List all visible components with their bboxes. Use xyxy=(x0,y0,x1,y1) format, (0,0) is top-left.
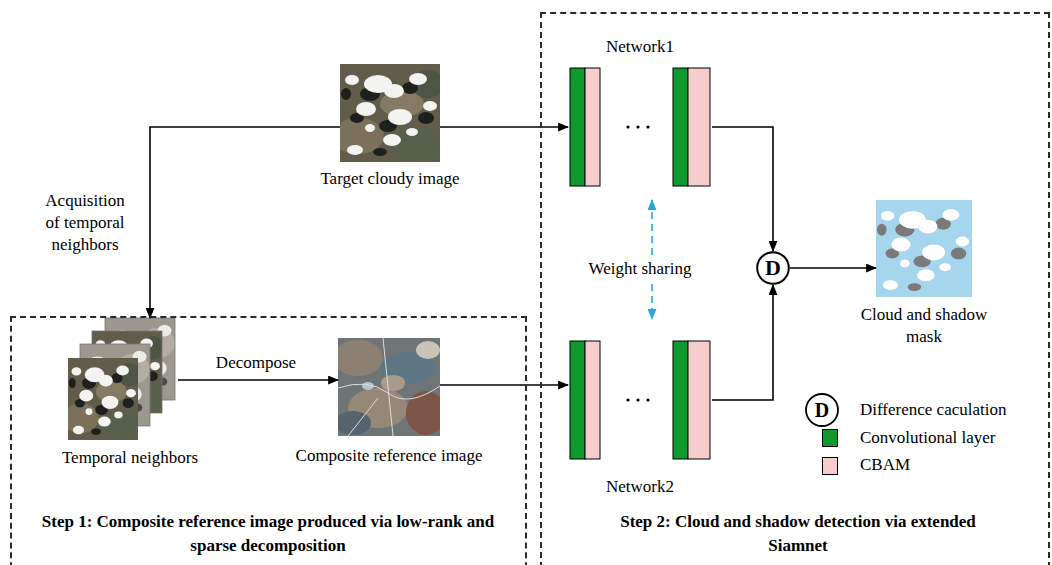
legend-sample xyxy=(800,452,860,479)
edge-label: Weight sharing xyxy=(586,257,695,281)
legend-row: Convolutional layer xyxy=(800,424,1006,452)
image-node: Composite reference image xyxy=(338,338,440,436)
legend-swatch xyxy=(822,457,838,475)
edge-label: Acquisition of temporal neighbors xyxy=(41,190,129,256)
cbam-layer xyxy=(688,68,710,186)
flow-arrow xyxy=(440,126,568,128)
cbam-layer xyxy=(585,68,600,186)
mask-node: Cloud and shadow mask xyxy=(876,200,972,297)
image-stack xyxy=(62,318,175,440)
conv-layer xyxy=(570,341,585,459)
node-caption: Network1 xyxy=(606,36,674,58)
image-detail xyxy=(636,398,639,401)
legend-sample xyxy=(800,396,860,424)
step-region: Network1Network2DCloud and shadow maskSt… xyxy=(540,12,1050,565)
legend-text: CBAM xyxy=(860,454,910,476)
text-holder: Weight sharing xyxy=(586,257,695,281)
node-caption: Temporal neighbors xyxy=(62,447,198,469)
text-holder: Decompose xyxy=(216,352,296,374)
network-layers xyxy=(570,68,710,459)
image-detail xyxy=(646,125,649,128)
text-holder: Network1 xyxy=(606,36,674,58)
legend-symbol: D xyxy=(815,400,829,420)
network-block: Network1 xyxy=(568,66,712,188)
conv-layer xyxy=(673,68,688,186)
node-caption: Composite reference image xyxy=(296,445,483,467)
step-heading: Step 1: Composite reference image produc… xyxy=(28,510,508,558)
legend-swatch xyxy=(822,429,838,447)
image-detail xyxy=(626,398,629,401)
network-block: Network2 xyxy=(568,339,712,461)
text-holder: D xyxy=(756,251,790,285)
flow-arrow xyxy=(790,267,876,269)
legend-sample xyxy=(800,424,860,452)
conv-layer xyxy=(570,68,585,186)
flow-arrow xyxy=(712,285,773,400)
image-detail xyxy=(646,398,649,401)
step-heading: Step 2: Cloud and shadow detection via e… xyxy=(598,510,998,558)
image-detail xyxy=(636,125,639,128)
mask-image xyxy=(876,200,972,297)
flow-arrow xyxy=(440,384,568,386)
image-node: Target cloudy image xyxy=(340,64,440,162)
legend: Difference caculationConvolutional layer… xyxy=(800,396,1006,479)
flow-arrow xyxy=(712,127,773,251)
legend-circle xyxy=(806,394,838,426)
flow-arrow xyxy=(178,379,338,381)
text-holder: Step 1: Composite reference image produc… xyxy=(28,510,508,558)
circle-outline xyxy=(757,252,789,284)
text-holder: Acquisition of temporal neighbors xyxy=(41,190,129,256)
text-holder: Composite reference image xyxy=(296,445,483,467)
image-stack-node: Temporal neighbors xyxy=(66,318,178,442)
composite-image xyxy=(333,338,446,436)
legend-row: CBAM xyxy=(800,452,1006,479)
legend-text: Difference caculation xyxy=(860,399,1006,421)
node-caption: Network2 xyxy=(606,476,674,498)
difference-circle: D xyxy=(756,251,790,285)
conv-layer xyxy=(673,341,688,459)
text-holder: Step 2: Cloud and shadow detection via e… xyxy=(598,510,998,558)
node-caption: Target cloudy image xyxy=(320,168,459,190)
difference-symbol: D xyxy=(765,257,781,279)
text-holder: D xyxy=(815,400,829,420)
node-caption: Cloud and shadow mask xyxy=(849,304,999,348)
target-image xyxy=(332,64,448,162)
flow-arrow xyxy=(150,127,340,318)
image-detail xyxy=(626,125,629,128)
text-holder: Temporal neighbors xyxy=(62,447,198,469)
neighbor-image xyxy=(62,358,143,440)
cbam-layer xyxy=(585,341,600,459)
text-holder: Target cloudy image xyxy=(320,168,459,190)
legend-text: Convolutional layer xyxy=(860,427,996,449)
edge-label: Decompose xyxy=(216,352,296,374)
cbam-layer xyxy=(688,341,710,459)
legend-row: Difference caculation xyxy=(800,396,1006,424)
text-holder: Network2 xyxy=(606,476,674,498)
text-holder: Cloud and shadow mask xyxy=(849,304,999,348)
